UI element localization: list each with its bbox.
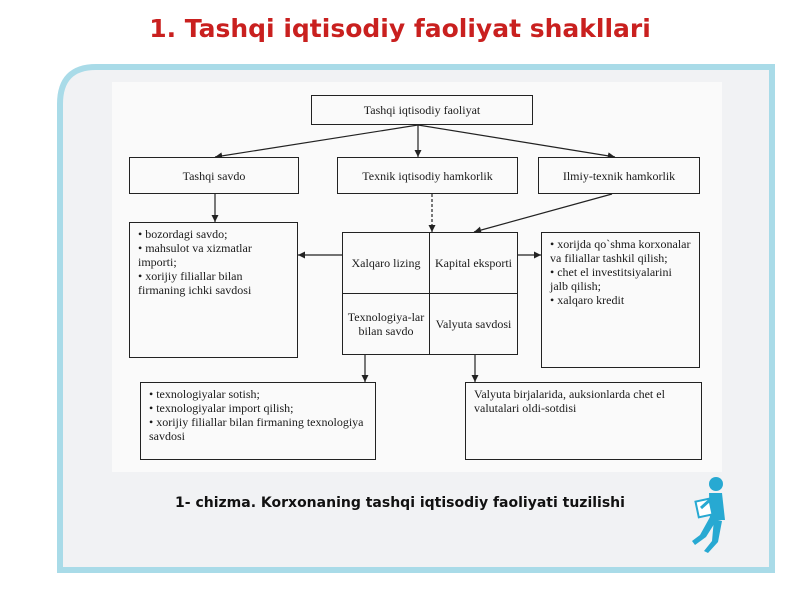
node-label: Ilmiy-texnik hamkorlik <box>562 168 676 183</box>
list-item: • chet el investitsiyalarini jalb qilish… <box>550 265 672 293</box>
cell-label: Kapital eksporti <box>435 256 512 270</box>
list-item: • xorijiy filiallar bilan firmaning texn… <box>149 415 364 443</box>
figure-caption: 1- chizma. Korxonaning tashqi iqtisodiy … <box>175 495 625 511</box>
cell-kapital-eksporti: Kapital eksporti <box>429 232 518 294</box>
bottom-right-text: Valyuta birjalarida, auksionlarda chet e… <box>474 387 665 415</box>
cell-label: Xalqaro lizing <box>351 256 421 270</box>
node-texnik-iqtisodiy-hamkorlik: Texnik iqtisodiy hamkorlik <box>337 157 518 194</box>
node-label: Tashqi savdo <box>182 168 246 183</box>
cell-texnologiyalar-savdo: Texnologiya-lar bilan savdo <box>342 293 430 355</box>
bottom-right-box: Valyuta birjalarida, auksionlarda chet e… <box>465 382 702 460</box>
list-item: • xorijda qo`shma korxonalar va filialla… <box>550 237 691 265</box>
page-title: 1. Tashqi iqtisodiy faoliyat shakllari <box>149 14 651 43</box>
list-item: • texnologiyalar import qilish; <box>149 401 294 415</box>
reading-person-icon <box>692 477 725 553</box>
cell-label: Valyuta savdosi <box>435 317 512 331</box>
list-item: • xorijiy filiallar bilan firmaning ichk… <box>138 269 252 297</box>
bottom-left-list-box: • texnologiyalar sotish; • texnologiyala… <box>140 382 376 460</box>
list-item: • texnologiyalar sotish; <box>149 387 260 401</box>
cell-label: Texnologiya-lar bilan savdo <box>347 310 425 338</box>
root-box: Tashqi iqtisodiy faoliyat <box>311 95 533 125</box>
node-tashqi-savdo: Tashqi savdo <box>129 157 299 194</box>
list-item: • xalqaro kredit <box>550 293 625 307</box>
list-item: • mahsulot va xizmatlar importi; <box>138 241 252 269</box>
right-list-box: • xorijda qo`shma korxonalar va filialla… <box>541 232 700 368</box>
cell-valyuta-savdosi: Valyuta savdosi <box>429 293 518 355</box>
root-label: Tashqi iqtisodiy faoliyat <box>363 103 481 117</box>
left-list-box: • bozordagi savdo; • mahsulot va xizmatl… <box>129 222 298 358</box>
list-item: • bozordagi savdo; <box>138 227 228 241</box>
cell-xalqaro-lizing: Xalqaro lizing <box>342 232 430 294</box>
node-ilmiy-texnik-hamkorlik: Ilmiy-texnik hamkorlik <box>538 157 700 194</box>
node-label: Texnik iqtisodiy hamkorlik <box>362 168 493 183</box>
